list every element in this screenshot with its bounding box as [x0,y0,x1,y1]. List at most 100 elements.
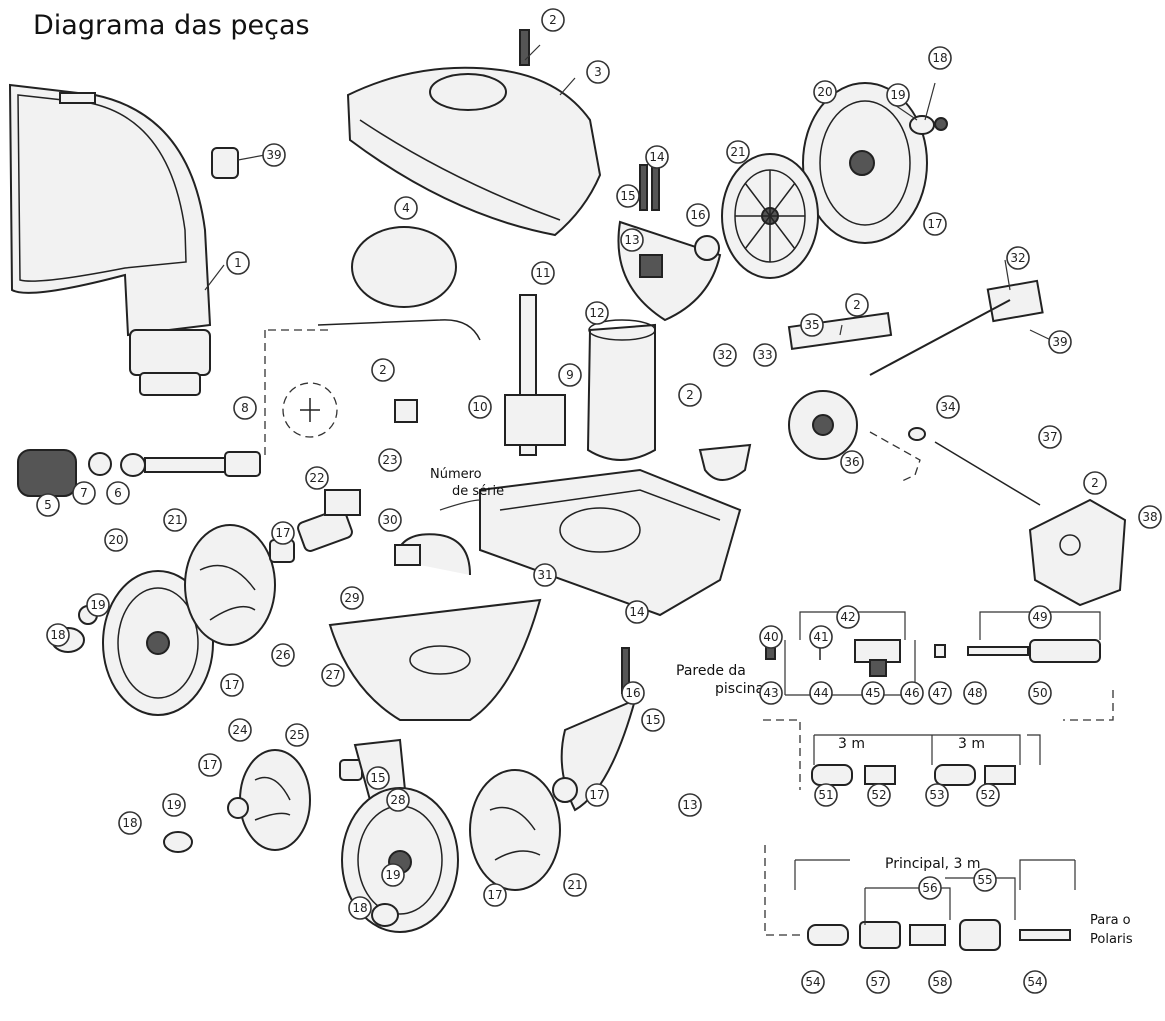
callout-circle [271,521,295,545]
callout-number: 16 [625,686,640,700]
screw-part [651,164,660,211]
callout-7: 7 [72,481,96,505]
callout-number: 2 [379,363,387,377]
callout-number: 49 [1032,610,1047,624]
callout-number: 17 [275,526,290,540]
pool-wall-label-line1: Parede da [676,663,746,679]
callout-circle [1138,505,1162,529]
callout-2: 2 [678,383,702,407]
callout-circle [348,896,372,920]
callout-56: 56 [918,876,942,900]
screw-part [639,164,648,211]
callout-number: 4 [402,201,410,215]
gear-wheel-part [239,749,311,851]
callout-circle [845,293,869,317]
callout-number: 27 [325,668,340,682]
callout-13: 13 [678,793,702,817]
callout-11: 11 [531,261,555,285]
callout-number: 22 [309,471,324,485]
callout-circle [976,783,1000,807]
callout-number: 36 [844,455,859,469]
callout-number: 21 [730,145,745,159]
callout-38: 38 [1138,505,1162,529]
callout-circle [378,448,402,472]
callout-circle [226,251,250,275]
callout-19: 19 [886,83,910,107]
callout-circle [800,313,824,337]
callout-10: 10 [468,395,492,419]
callout-54: 54 [1023,970,1047,994]
callout-48: 48 [963,681,987,705]
callout-circle [72,481,96,505]
callout-number: 17 [487,888,502,902]
washer-part [227,797,249,819]
callout-circle [585,783,609,807]
side-flap-bottom [560,698,637,812]
callout-circle [483,883,507,907]
callout-circle [533,563,557,587]
callout-circle [541,8,565,32]
callout-24: 24 [228,718,252,742]
sprocket-part [788,390,858,460]
callout-17: 17 [198,753,222,777]
callout-circle [686,203,710,227]
callout-number: 24 [232,723,247,737]
callout-number: 2 [686,388,694,402]
callout-40: 40 [759,625,783,649]
callout-circle [616,184,640,208]
callout-circle [759,681,783,705]
callout-45: 45 [861,681,885,705]
callout-22: 22 [305,466,329,490]
callout-number: 26 [275,648,290,662]
callout-circle [36,493,60,517]
detail-circle [282,382,418,438]
callout-46: 46 [900,681,924,705]
callout-number: 18 [352,901,367,915]
callout-circle [468,395,492,419]
callout-35: 35 [800,313,824,337]
callout-17: 17 [271,521,295,545]
callout-2: 2 [541,8,565,32]
callout-17: 17 [585,783,609,807]
callout-circle [713,343,737,367]
callout-18: 18 [46,623,70,647]
callout-4: 4 [394,196,418,220]
callout-19: 19 [162,793,186,817]
callout-number: 45 [865,686,880,700]
callout-number: 54 [805,975,820,989]
callout-28: 28 [386,788,410,812]
callout-number: 43 [763,686,778,700]
callout-circle [861,681,885,705]
callout-circle [386,788,410,812]
callout-number: 32 [717,348,732,362]
callout-number: 18 [122,816,137,830]
callout-circle [163,508,187,532]
callout-circle [928,681,952,705]
pool-wall-label-line2: piscina [715,681,764,697]
callout-number: 20 [108,533,123,547]
callout-circle [918,876,942,900]
callout-36: 36 [840,450,864,474]
callout-number: 31 [537,568,552,582]
callout-number: 17 [589,788,604,802]
callout-circle [866,970,890,994]
callout-14: 14 [645,145,669,169]
callout-21: 21 [563,873,587,897]
callout-number: 19 [385,868,400,882]
callout-circle [726,140,750,164]
callout-number: 10 [472,400,487,414]
callout-44: 44 [809,681,833,705]
turbine-housing [586,319,656,461]
callout-number: 21 [167,513,182,527]
callout-52: 52 [867,783,891,807]
callout-21: 21 [163,508,187,532]
callout-circle [285,723,309,747]
callout-number: 41 [813,630,828,644]
hose-fitting-left [17,449,261,497]
callout-circle [220,673,244,697]
callout-circle [836,605,860,629]
callout-53: 53 [925,783,949,807]
callout-circle [1023,970,1047,994]
